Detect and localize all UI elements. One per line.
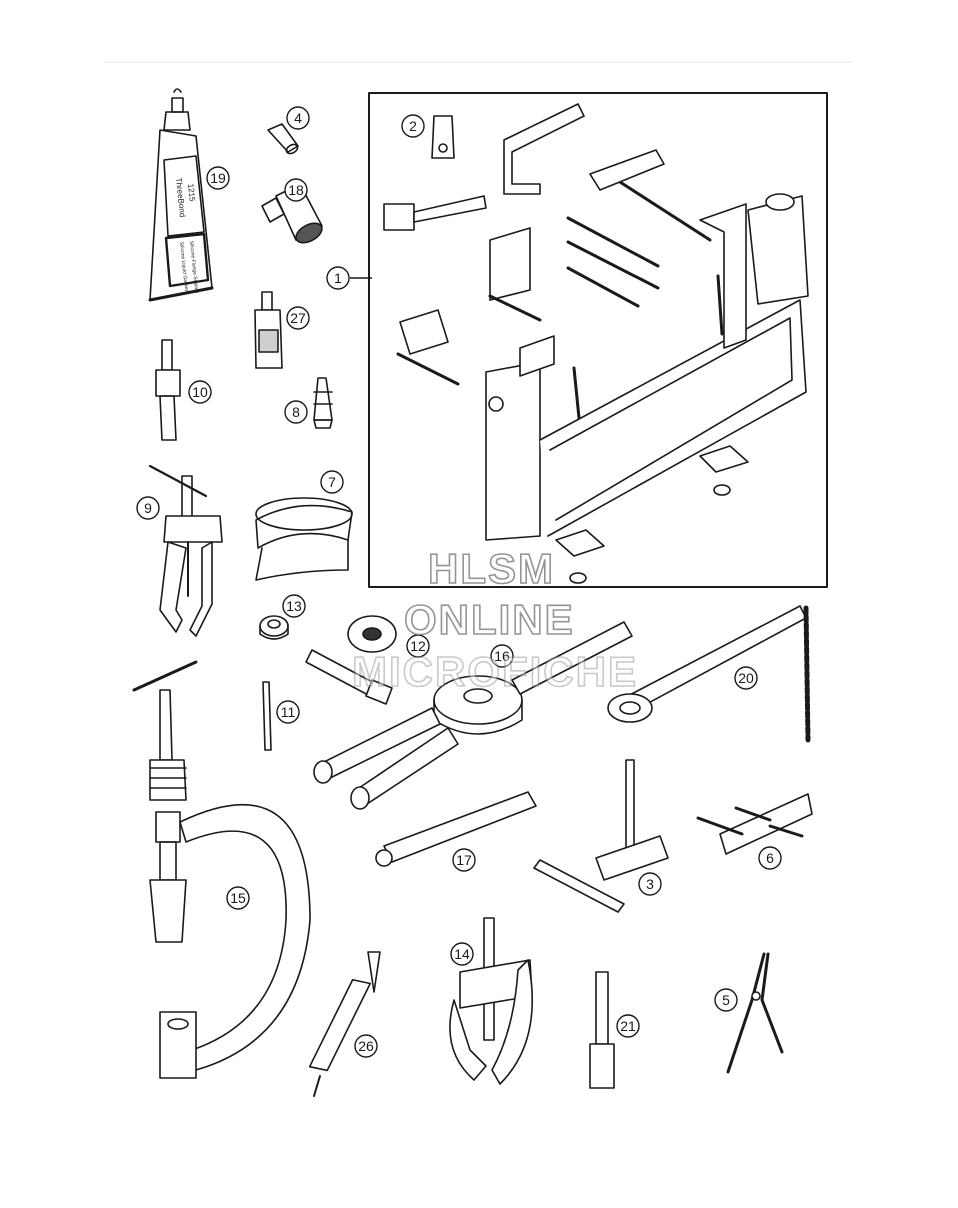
callout-11-label: 11 bbox=[281, 704, 296, 720]
callout-9-label: 9 bbox=[144, 500, 152, 516]
circlip-pliers-5 bbox=[726, 952, 784, 1074]
hex-rod-21 bbox=[589, 971, 615, 1089]
callout-14-label: 14 bbox=[454, 946, 470, 962]
callout-21: 21 bbox=[616, 1014, 640, 1038]
callout-4-label: 4 bbox=[294, 110, 302, 126]
callout-1-label: 1 bbox=[334, 270, 342, 286]
flywheel-holder-16 bbox=[313, 621, 633, 810]
callout-21-label: 21 bbox=[620, 1018, 636, 1034]
callout-8-label: 8 bbox=[292, 404, 300, 420]
callout-13-label: 13 bbox=[286, 598, 302, 614]
callout-15: 15 bbox=[226, 886, 250, 910]
watermark-line-1: HLSM bbox=[427, 544, 555, 593]
callout-12: 12 bbox=[406, 634, 430, 658]
slide-hammer-10 bbox=[155, 339, 181, 441]
callout-9: 9 bbox=[136, 496, 160, 520]
tube-desc-2: Silicone Flange Sealant bbox=[188, 241, 200, 294]
callout-8: 8 bbox=[284, 400, 308, 424]
plug-4 bbox=[267, 123, 299, 155]
tapered-pin-8 bbox=[313, 377, 333, 429]
callout-6-label: 6 bbox=[766, 850, 774, 866]
callout-20: 20 bbox=[734, 666, 758, 690]
callout-7: 7 bbox=[320, 470, 344, 494]
callout-26-label: 26 bbox=[358, 1038, 374, 1054]
engine-stand-parts-1 bbox=[383, 103, 809, 584]
callout-5: 5 bbox=[714, 988, 738, 1012]
callout-5-label: 5 bbox=[722, 992, 730, 1008]
tube-code: 1215 bbox=[186, 183, 197, 202]
three-jaw-puller-9 bbox=[148, 464, 223, 637]
callout-3-label: 3 bbox=[646, 876, 654, 892]
callout-11: 11 bbox=[276, 700, 300, 724]
callout-7-label: 7 bbox=[328, 474, 336, 490]
tube-desc-1: Silicone Liquid Gasket bbox=[178, 242, 189, 292]
callout-1: 1 bbox=[326, 266, 350, 290]
tube-brand: ThreeBond bbox=[174, 177, 187, 217]
callout-6: 6 bbox=[758, 846, 782, 870]
callout-16-label: 16 bbox=[494, 648, 510, 664]
syringe-26 bbox=[308, 951, 381, 1097]
callout-19: 19 bbox=[206, 166, 230, 190]
callout-26: 26 bbox=[354, 1034, 378, 1058]
callout-17-label: 17 bbox=[456, 852, 472, 868]
pin-11 bbox=[262, 681, 272, 751]
callout-27: 27 bbox=[286, 306, 310, 330]
engine-stand-frame-box bbox=[368, 92, 828, 588]
bolt-washer-12 bbox=[305, 615, 397, 705]
callout-15-label: 15 bbox=[230, 890, 246, 906]
sealant-tube-19: ThreeBond 1215 Silicone Liquid Gasket Si… bbox=[148, 88, 214, 302]
two-jaw-puller-14 bbox=[449, 917, 534, 1085]
callout-19-label: 19 bbox=[210, 170, 226, 186]
callout-10-label: 10 bbox=[192, 384, 208, 400]
valve-spring-compressor-15 bbox=[132, 660, 311, 1079]
callout-3: 3 bbox=[638, 872, 662, 896]
callout-16: 16 bbox=[490, 644, 514, 668]
bottle-27 bbox=[254, 291, 283, 369]
nut-13 bbox=[259, 615, 289, 640]
callout-12-label: 12 bbox=[410, 638, 426, 654]
callout-27-label: 27 bbox=[290, 310, 306, 326]
puller-3 bbox=[533, 759, 669, 913]
watermark-line-3: MICROFICHE bbox=[351, 647, 638, 696]
chain-wrench-20 bbox=[607, 605, 811, 743]
callout-10: 10 bbox=[188, 380, 212, 404]
callout-17: 17 bbox=[452, 848, 476, 872]
callout-2-label: 2 bbox=[409, 118, 417, 134]
callout-14: 14 bbox=[450, 942, 474, 966]
callout-4: 4 bbox=[286, 106, 310, 130]
callout-2: 2 bbox=[401, 114, 425, 138]
callout-13: 13 bbox=[282, 594, 306, 618]
callout-18-label: 18 bbox=[288, 182, 304, 198]
callout-18: 18 bbox=[284, 178, 308, 202]
bar-puller-6 bbox=[696, 793, 813, 855]
ring-band-7 bbox=[255, 497, 353, 581]
watermark-line-2: ONLINE bbox=[403, 595, 575, 644]
callout-20-label: 20 bbox=[738, 670, 754, 686]
holder-bar-17 bbox=[375, 791, 537, 867]
